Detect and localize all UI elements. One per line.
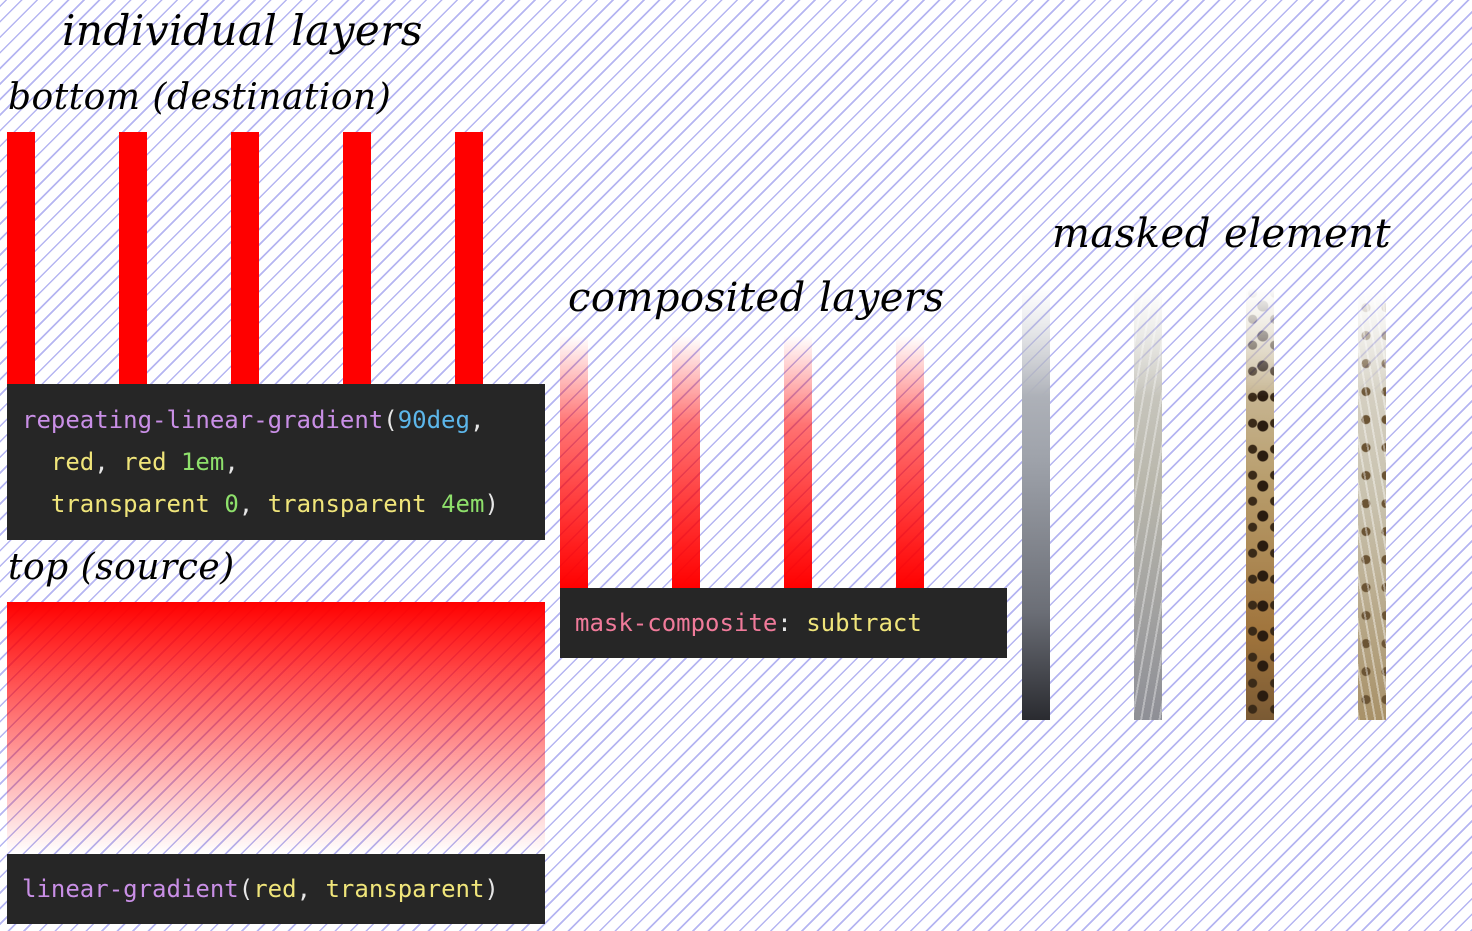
masked-stripe bbox=[1134, 288, 1162, 720]
heading-composited-layers: composited layers bbox=[568, 275, 945, 321]
heading-top-source: top (source) bbox=[8, 547, 235, 588]
top-layer-gradient bbox=[7, 602, 545, 854]
masked-stripe bbox=[1358, 288, 1386, 720]
bottom-stripe bbox=[343, 132, 371, 384]
bottom-stripe bbox=[119, 132, 147, 384]
heading-bottom-destination: bottom (destination) bbox=[8, 77, 392, 118]
code-function: linear-gradient bbox=[22, 875, 239, 903]
composited-stripe bbox=[560, 336, 588, 588]
masked-stripe bbox=[1022, 288, 1050, 720]
code-space bbox=[210, 490, 224, 518]
code-keyword: red bbox=[253, 875, 297, 903]
code-punctuation: ) bbox=[484, 875, 499, 903]
code-number: 90deg bbox=[397, 406, 470, 434]
top-code-block: linear-gradient(red, transparent) bbox=[7, 854, 545, 924]
code-keyword: red bbox=[50, 448, 95, 476]
code-number: 4em bbox=[441, 490, 485, 518]
composited-code-block: mask-composite: subtract bbox=[560, 588, 1007, 658]
bottom-stripe bbox=[231, 132, 259, 384]
composited-stripe bbox=[784, 336, 812, 588]
code-punctuation: ) bbox=[484, 490, 499, 518]
code-punctuation: , bbox=[296, 875, 326, 903]
composited-stripe bbox=[896, 336, 924, 588]
code-punctuation: , bbox=[469, 406, 485, 434]
code-keyword: transparent bbox=[325, 875, 485, 903]
code-keyword: red bbox=[123, 448, 167, 476]
masked-stripe bbox=[1246, 288, 1274, 720]
code-punctuation: ( bbox=[238, 875, 254, 903]
bottom-code-block: repeating-linear-gradient(90deg, red, re… bbox=[7, 384, 545, 540]
code-punctuation: , bbox=[224, 448, 239, 476]
code-number: 0 bbox=[224, 490, 239, 518]
code-function: repeating-linear-gradient bbox=[22, 406, 384, 434]
code-keyword: transparent bbox=[267, 490, 427, 518]
code-keyword: subtract bbox=[806, 609, 922, 637]
code-keyword: transparent bbox=[50, 490, 210, 518]
code-punctuation: , bbox=[238, 490, 268, 518]
code-punctuation: : bbox=[777, 609, 807, 637]
code-punctuation: ( bbox=[383, 406, 398, 434]
heading-masked-element: masked element bbox=[1052, 211, 1392, 257]
bottom-stripe bbox=[7, 132, 35, 384]
code-space bbox=[167, 448, 181, 476]
bottom-stripe bbox=[455, 132, 483, 384]
composited-stripe bbox=[672, 336, 700, 588]
code-punctuation: , bbox=[94, 448, 124, 476]
code-property: mask-composite bbox=[575, 609, 778, 637]
heading-individual-layers: individual layers bbox=[62, 6, 423, 55]
code-number: 1em bbox=[180, 448, 225, 476]
code-space bbox=[427, 490, 441, 518]
